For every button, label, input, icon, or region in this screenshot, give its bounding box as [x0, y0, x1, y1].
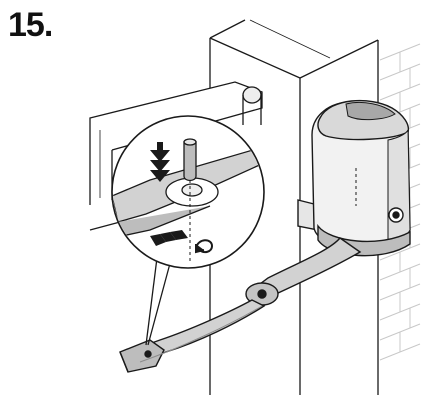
callout-pointer	[145, 249, 173, 346]
motor-unit	[297, 99, 411, 257]
detail-inset	[111, 115, 265, 269]
down-double-chevron-arrow-icon	[150, 142, 170, 182]
gate-frame	[89, 81, 263, 231]
articulated-arm	[119, 237, 362, 373]
right-double-chevron-arrow-icon	[150, 230, 188, 246]
step-number: 15.	[8, 6, 53, 44]
hinge-pin	[183, 141, 197, 182]
rotate-arrow-icon	[195, 239, 214, 254]
